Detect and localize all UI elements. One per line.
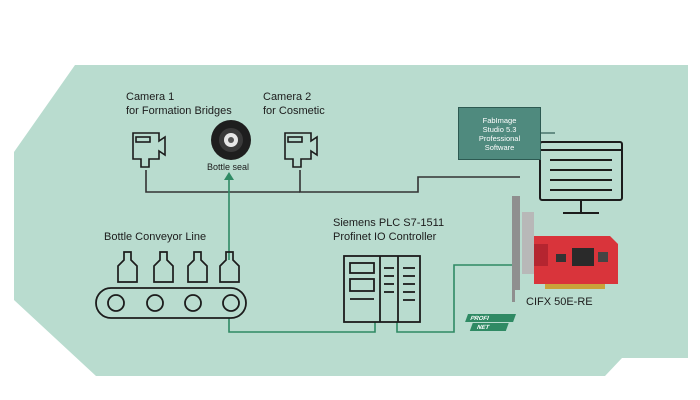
bottle-seal-label: Bottle seal bbox=[207, 162, 250, 172]
camera-cables bbox=[145, 170, 520, 193]
software-line1: FabImage bbox=[482, 115, 517, 125]
software-box: FabImage Studio 5.3 Professional Softwar… bbox=[458, 107, 541, 160]
inspection-arrow bbox=[224, 172, 234, 260]
bottle-icon bbox=[117, 251, 138, 283]
profinet-logo-icon: PROFI NET bbox=[465, 314, 516, 331]
plc-icon bbox=[343, 255, 421, 323]
camera-icon bbox=[284, 132, 318, 168]
card-label: CIFX 50E-RE bbox=[526, 296, 593, 308]
camera2-label-line2: for Cosmetic bbox=[263, 105, 325, 117]
camera2-label-line1: Camera 2 bbox=[263, 91, 312, 103]
bottle-seal-icon bbox=[211, 120, 251, 160]
plc-label-line1: Siemens PLC S7-1511 bbox=[333, 217, 445, 229]
camera1-label: Camera 1 for Formation Bridges bbox=[126, 90, 232, 118]
plc-label: Siemens PLC S7-1511 Profinet IO Controll… bbox=[333, 216, 444, 244]
bottle-icon bbox=[187, 251, 208, 283]
conveyor-label: Bottle Conveyor Line bbox=[104, 231, 207, 243]
camera-icon bbox=[132, 132, 166, 168]
bottle-icon bbox=[219, 251, 240, 283]
camera2-label: Camera 2 for Cosmetic bbox=[263, 90, 325, 118]
computer-monitor-icon bbox=[539, 141, 623, 214]
bottle-icon bbox=[153, 251, 174, 283]
profinet-bottom-text: NET bbox=[476, 324, 491, 331]
camera1-label-line1: Camera 1 bbox=[126, 91, 175, 103]
profinet-cables bbox=[228, 264, 512, 333]
camera1-label-line2: for Formation Bridges bbox=[126, 105, 232, 117]
pcie-card-icon bbox=[512, 196, 618, 302]
conveyor-icon bbox=[95, 287, 247, 319]
software-line4: Software bbox=[484, 142, 515, 152]
profinet-top-text: PROFI bbox=[469, 315, 490, 322]
plc-label-line2: Profinet IO Controller bbox=[333, 231, 437, 243]
software-line3: Professional bbox=[478, 133, 521, 143]
software-line2: Studio 5.3 bbox=[482, 124, 517, 134]
